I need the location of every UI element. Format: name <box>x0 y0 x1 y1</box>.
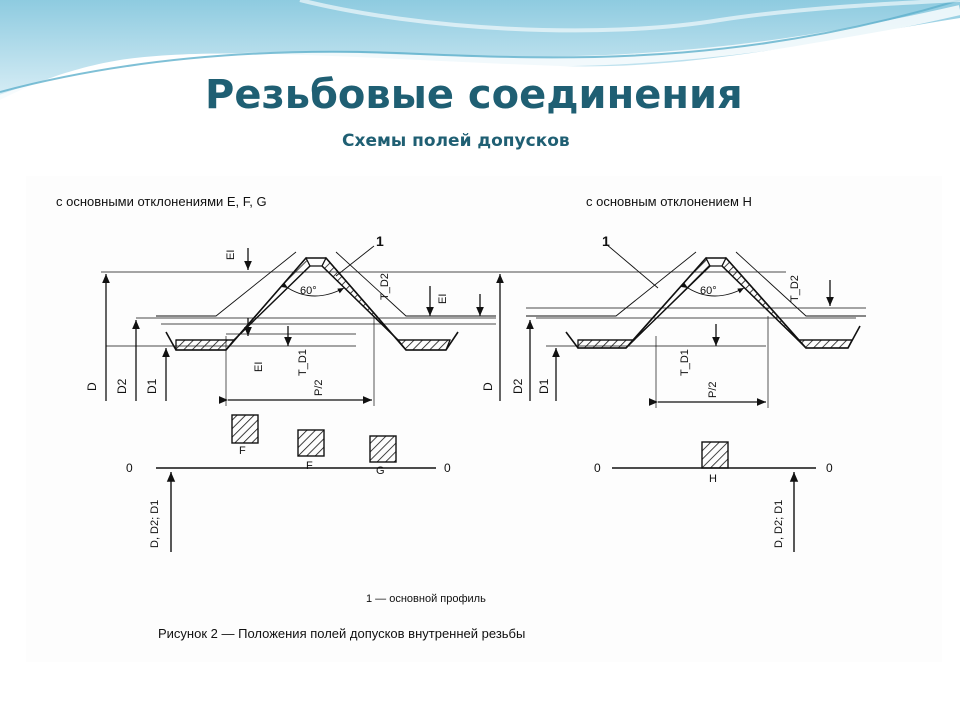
left-label-ei-top: EI <box>225 250 237 260</box>
right-axis-label: D, D2; D1 <box>773 500 785 548</box>
left-thread-profile <box>101 245 496 406</box>
left-label-td1: T_D1 <box>297 349 309 376</box>
left-label-ei-bottom: EI <box>253 362 265 372</box>
right-zero-left: 0 <box>594 461 601 475</box>
figure-caption: Рисунок 2 — Положения полей допусков вну… <box>158 626 525 641</box>
left-label-d1: D1 <box>145 378 159 394</box>
left-zero-right: 0 <box>444 461 451 475</box>
right-profile-callout: 1 <box>602 233 610 249</box>
field-label-g: G <box>376 465 385 477</box>
thread-tolerance-figure: с основными отклонениями E, F, G с основ… <box>26 176 942 662</box>
slide-title: Резьбовые соединения <box>205 72 743 118</box>
field-label-f-2: F <box>306 460 313 472</box>
right-label-d2: D2 <box>511 378 525 394</box>
right-label-p-half: P/2 <box>707 381 719 398</box>
right-label-td2: T_D2 <box>789 275 801 302</box>
slide-subtitle: Схемы полей допусков <box>342 131 570 151</box>
left-label-d: D <box>85 382 99 391</box>
left-header: с основными отклонениями E, F, G <box>56 194 267 209</box>
right-label-d1: D1 <box>537 378 551 394</box>
left-label-d2: D2 <box>115 378 129 394</box>
field-label-h: H <box>709 473 717 485</box>
right-label-d: D <box>481 382 495 391</box>
left-zero-left: 0 <box>126 461 133 475</box>
left-label-ei-right: EI <box>437 294 449 304</box>
figure-legend: 1 — основной профиль <box>366 593 486 605</box>
left-profile-callout: 1 <box>376 233 384 249</box>
right-label-td1: T_D1 <box>679 349 691 376</box>
left-label-td2: T_D2 <box>379 273 391 300</box>
left-axis-label: D, D2; D1 <box>149 500 161 548</box>
right-field-scheme <box>612 441 816 552</box>
right-thread-profile <box>496 243 866 408</box>
tolerance-diagram: с основными отклонениями E, F, G с основ… <box>56 194 866 641</box>
right-header: с основным отклонением H <box>586 194 752 209</box>
left-field-scheme <box>156 414 436 552</box>
header-wave-decoration <box>0 0 960 105</box>
right-angle-label: 60° <box>700 285 717 297</box>
field-label-f-1: F <box>239 445 246 457</box>
right-zero-right: 0 <box>826 461 833 475</box>
left-angle-label: 60° <box>300 285 317 297</box>
left-label-p-half: P/2 <box>313 379 325 396</box>
